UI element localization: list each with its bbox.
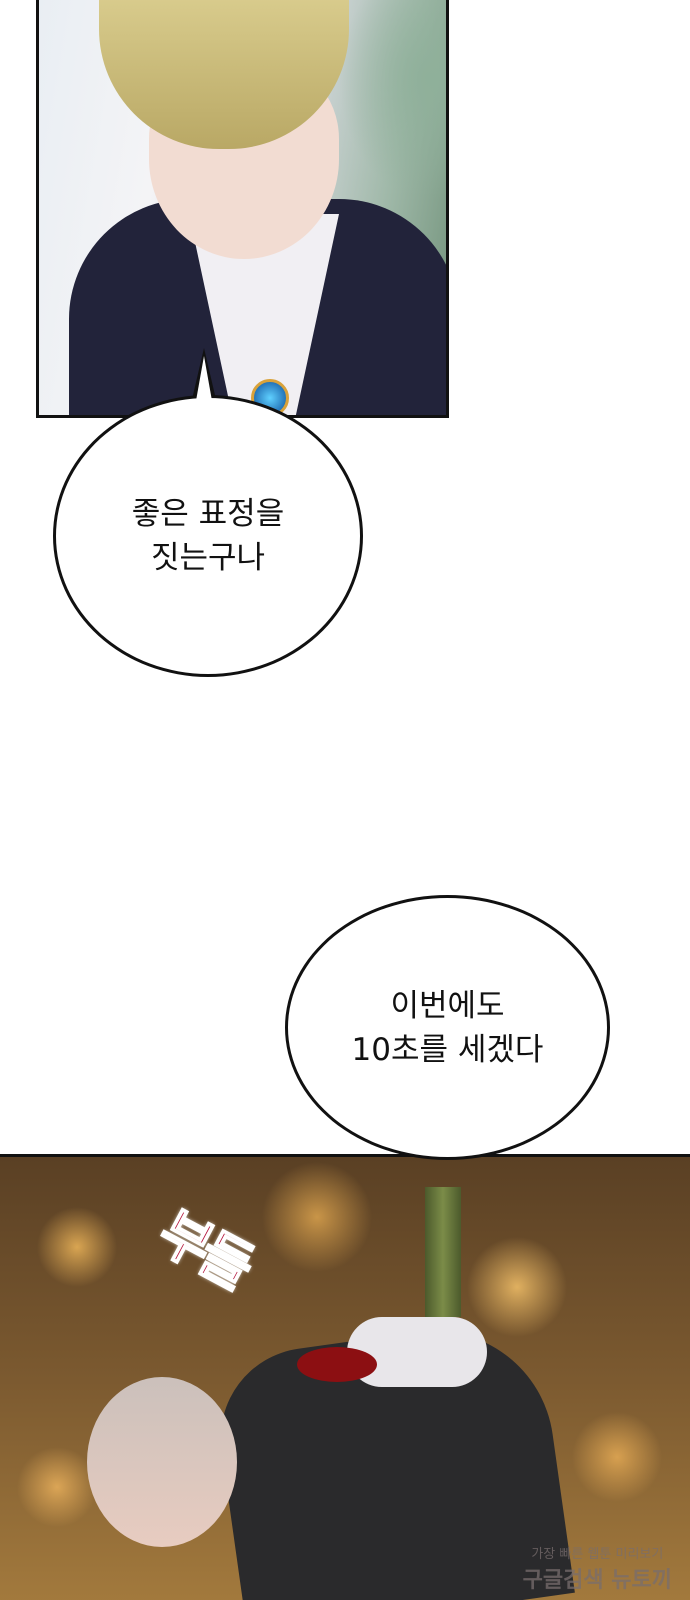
character-head (87, 1377, 237, 1547)
bubble-line: 이번에도 (390, 987, 505, 1024)
watermark-line-1: 가장 빠른 웹툰 미리보기 (531, 1547, 664, 1562)
bamboo-pole (425, 1187, 461, 1317)
bubble-tail-fill (194, 356, 214, 412)
panel-smiling-character (36, 0, 449, 418)
character-arm (347, 1317, 487, 1387)
speech-bubble-1: 좋은 표정을 짓는구나 (53, 395, 363, 677)
watermark-line-2: 구글검색 뉴토끼 (522, 1568, 672, 1593)
blood-stain (297, 1347, 377, 1382)
panel-collapsed-character (0, 1154, 690, 1600)
speech-bubble-2: 이번에도 10초를 세겠다 (285, 895, 610, 1160)
bubble-line: 짓는구나 (150, 540, 266, 576)
bubble-line: 좋은 표정을 (131, 496, 285, 532)
watermark: 가장 빠른 웹툰 미리보기 구글검색 뉴토끼 (523, 1543, 672, 1594)
bubble-line: 10초를 세겠다 (351, 1031, 544, 1068)
